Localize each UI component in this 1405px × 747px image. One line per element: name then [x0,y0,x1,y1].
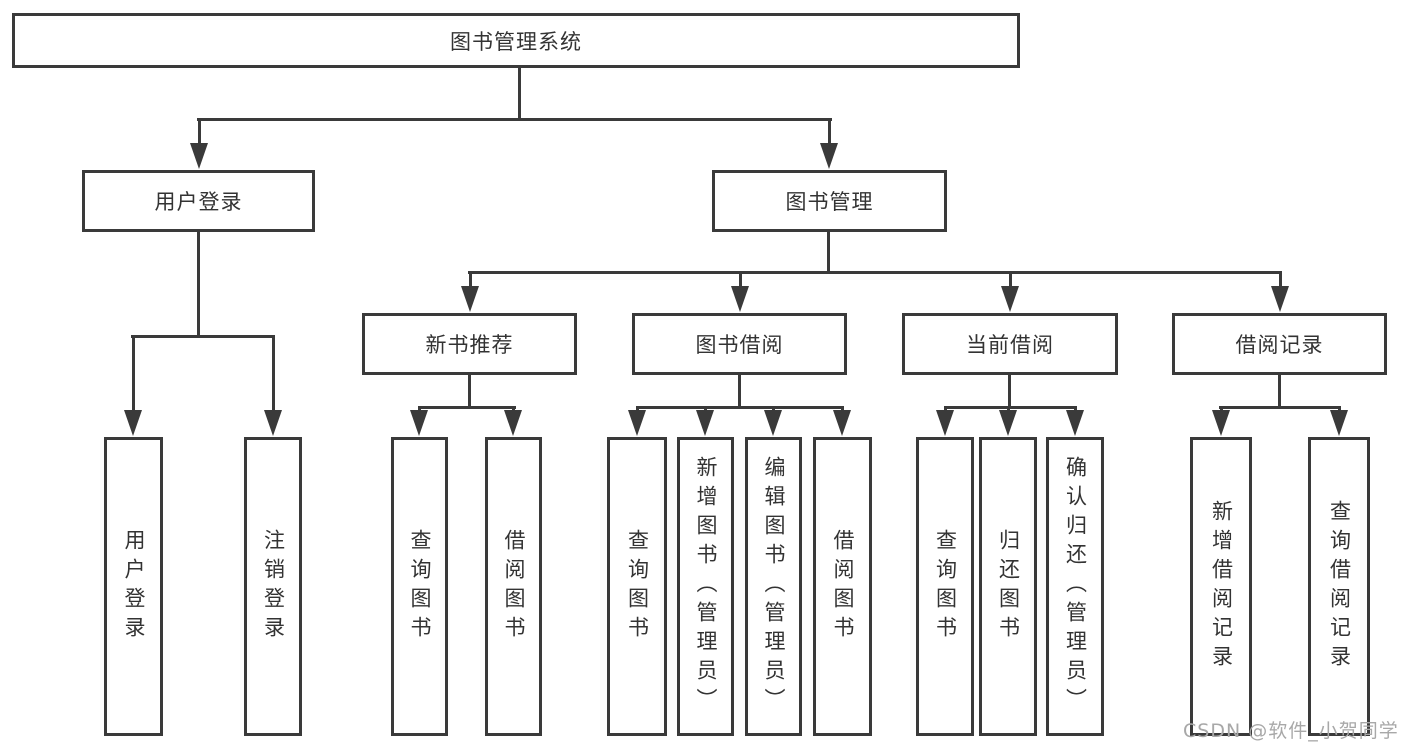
leaf-query-borrow-record: 查询借阅记录 [1308,437,1370,736]
leaf-borrow-book-label: 借阅图书 [831,528,855,645]
leaf-add-borrow-record: 新增借阅记录 [1190,437,1252,736]
node-book-borrow: 图书借阅 [632,313,847,375]
arrowhead-down-icon [731,286,749,312]
connector-arrow-stem [271,337,275,414]
connector-line [197,232,200,338]
leaf-logout-label: 注销登录 [261,528,286,645]
arrowhead-down-icon [461,286,479,312]
connector-arrow-stem [131,337,135,414]
leaf-logout: 注销登录 [244,437,302,736]
watermark-text: CSDN @软件_小贺同学 [1183,720,1399,742]
node-current-borrow: 当前借阅 [902,313,1118,375]
arrowhead-down-icon [504,410,522,436]
node-user-login: 用户登录 [82,170,315,232]
leaf-query-book-recommend-label: 查询图书 [408,528,432,645]
leaf-return-book-label: 归还图书 [996,528,1021,645]
arrowhead-down-icon [190,143,208,169]
connector-line [418,406,516,409]
connector-line [944,406,1077,409]
node-current-borrow-label: 当前借阅 [966,333,1054,357]
leaf-query-book-recommend: 查询图书 [391,437,448,736]
connector-line [636,406,844,409]
connector-arrow-stem [197,120,201,147]
leaf-user-login-label: 用户登录 [122,528,146,645]
leaf-query-book-current: 查询图书 [916,437,974,736]
leaf-query-book-current-label: 查询图书 [933,528,958,645]
node-root-system: 图书管理系统 [12,13,1020,68]
leaf-borrow-book-recommend: 借阅图书 [485,437,542,736]
connector-line [1219,406,1341,409]
connector-line [827,232,830,274]
leaf-borrow-book-recommend-label: 借阅图书 [502,528,526,645]
connector-arrow-stem [827,120,831,147]
arrowhead-down-icon [999,410,1017,436]
arrowhead-down-icon [124,410,142,436]
leaf-confirm-return-admin-label: 确认归还（管理员） [1063,456,1088,717]
connector-line [518,68,521,120]
node-borrow-records: 借阅记录 [1172,313,1387,375]
arrowhead-down-icon [764,410,782,436]
arrowhead-down-icon [1330,410,1348,436]
leaf-user-login: 用户登录 [104,437,163,736]
arrowhead-down-icon [264,410,282,436]
leaf-query-book-borrow-label: 查询图书 [625,528,650,645]
arrowhead-down-icon [936,410,954,436]
connector-line [197,118,832,121]
arrowhead-down-icon [1212,410,1230,436]
connector-line [1278,375,1281,409]
leaf-return-book: 归还图书 [979,437,1037,736]
leaf-borrow-book: 借阅图书 [813,437,872,736]
leaf-query-borrow-record-label: 查询借阅记录 [1327,499,1352,674]
leaf-edit-book-admin-label: 编辑图书（管理员） [762,456,786,717]
arrowhead-down-icon [820,143,838,169]
leaf-add-book-admin-label: 新增图书（管理员） [694,456,718,717]
connector-line [1008,375,1011,409]
node-new-book-recommend: 新书推荐 [362,313,577,375]
node-book-management-label: 图书管理 [785,190,874,214]
node-user-login-label: 用户登录 [154,190,243,214]
node-book-management: 图书管理 [712,170,947,232]
connector-line [738,375,741,409]
leaf-query-book-borrow: 查询图书 [607,437,667,736]
arrowhead-down-icon [1271,286,1289,312]
connector-line [131,335,275,338]
node-borrow-records-label: 借阅记录 [1235,333,1324,357]
arrowhead-down-icon [1001,286,1019,312]
arrowhead-down-icon [628,410,646,436]
leaf-edit-book-admin: 编辑图书（管理员） [745,437,802,736]
connector-arrow-stem [468,273,472,290]
leaf-confirm-return-admin: 确认归还（管理员） [1046,437,1104,736]
connector-line [468,271,1282,274]
connector-arrow-stem [1278,273,1282,290]
connector-arrow-stem [1008,273,1012,290]
leaf-add-borrow-record-label: 新增借阅记录 [1209,499,1234,674]
leaf-add-book-admin: 新增图书（管理员） [677,437,734,736]
arrowhead-down-icon [1066,410,1084,436]
arrowhead-down-icon [696,410,714,436]
arrowhead-down-icon [833,410,851,436]
connector-arrow-stem [738,273,742,290]
node-root-label: 图书管理系统 [450,29,582,54]
arrowhead-down-icon [410,410,428,436]
connector-line [468,375,471,409]
node-book-borrow-label: 图书借阅 [695,333,784,357]
node-new-book-recommend-label: 新书推荐 [425,333,514,357]
